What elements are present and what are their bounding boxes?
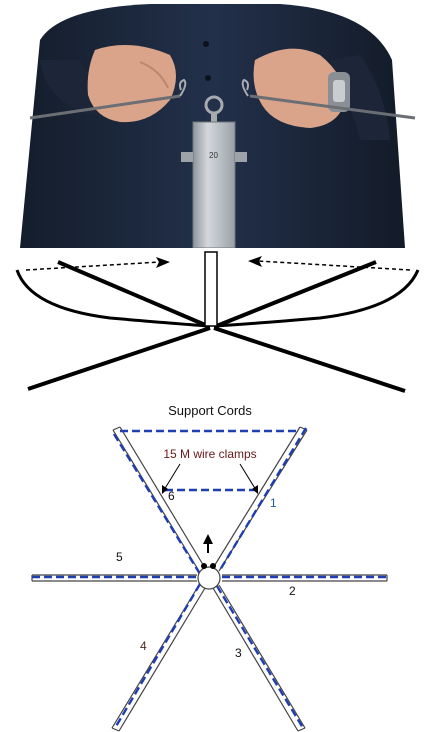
post-label: 20 (209, 151, 218, 160)
diagram-title: Support Cords (168, 403, 252, 418)
right-arc (214, 270, 418, 326)
right-dashed-arrow (258, 261, 410, 270)
hub-photo: 20 (0, 0, 425, 248)
left-dashed-arrow (26, 262, 160, 270)
left-arc (17, 270, 209, 326)
top-view-diagram: Support Cords (0, 398, 425, 732)
clamp-label: 15 M wire clamps (163, 447, 256, 461)
element-number-6: 6 (168, 489, 175, 503)
element-upper-right (214, 262, 376, 327)
element-number-4: 4 (140, 639, 147, 653)
element-number-2: 2 (289, 584, 296, 598)
direction-arrow (203, 534, 213, 544)
element-lower-right (214, 328, 405, 391)
side-view-diagram (0, 248, 425, 398)
element-number-5: 5 (116, 550, 123, 564)
hub-post (193, 122, 235, 248)
element-number-1: 1 (270, 496, 277, 510)
element-lower-left (28, 328, 210, 389)
element-upper-left (58, 262, 210, 327)
element-number-3: 3 (235, 646, 242, 660)
hub-circle (198, 567, 220, 589)
clamp-dot-right (210, 563, 216, 569)
clamp-dot-left (201, 563, 207, 569)
mast (205, 252, 217, 326)
